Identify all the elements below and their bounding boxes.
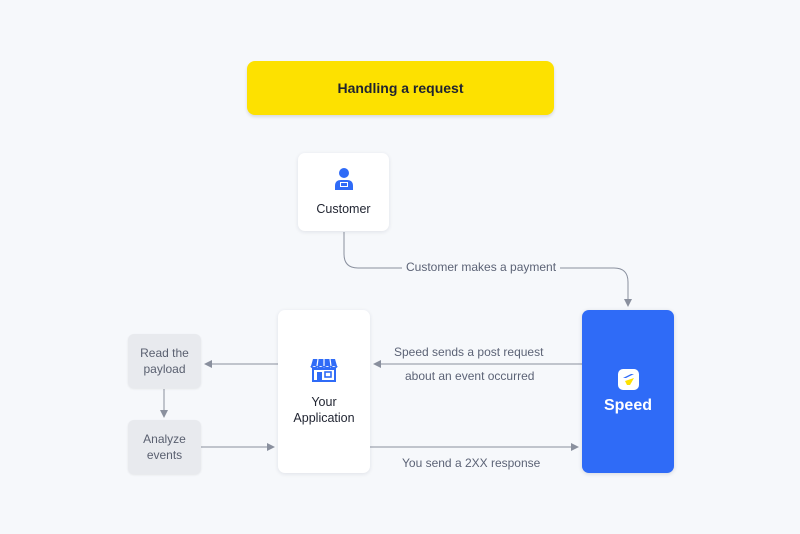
edge-label-speed-post-line2: about an event occurred [405,369,535,383]
speed-node: Speed [582,310,674,473]
read-payload-label: Read the payload [140,346,189,376]
analyze-events-label: Analyze events [143,432,186,462]
read-payload-node: Read the payload [128,334,201,388]
edge-label-send-response: You send a 2XX response [402,456,541,470]
your-application-node: Your Application [278,310,370,473]
speed-logo-icon [617,368,639,390]
analyze-events-node: Analyze events [128,420,201,474]
speed-label: Speed [603,396,652,414]
diagram-title: Handling a request [247,61,554,115]
customer-label: Customer [316,202,371,216]
edge-label-customer-pays: Customer makes a payment [402,260,561,274]
store-icon [310,358,338,386]
customer-node: Customer [298,153,389,231]
your-application-label: Your Application [293,394,355,425]
customer-icon [333,167,355,195]
edge-label-speed-post-line1: Speed sends a post request [394,345,544,359]
